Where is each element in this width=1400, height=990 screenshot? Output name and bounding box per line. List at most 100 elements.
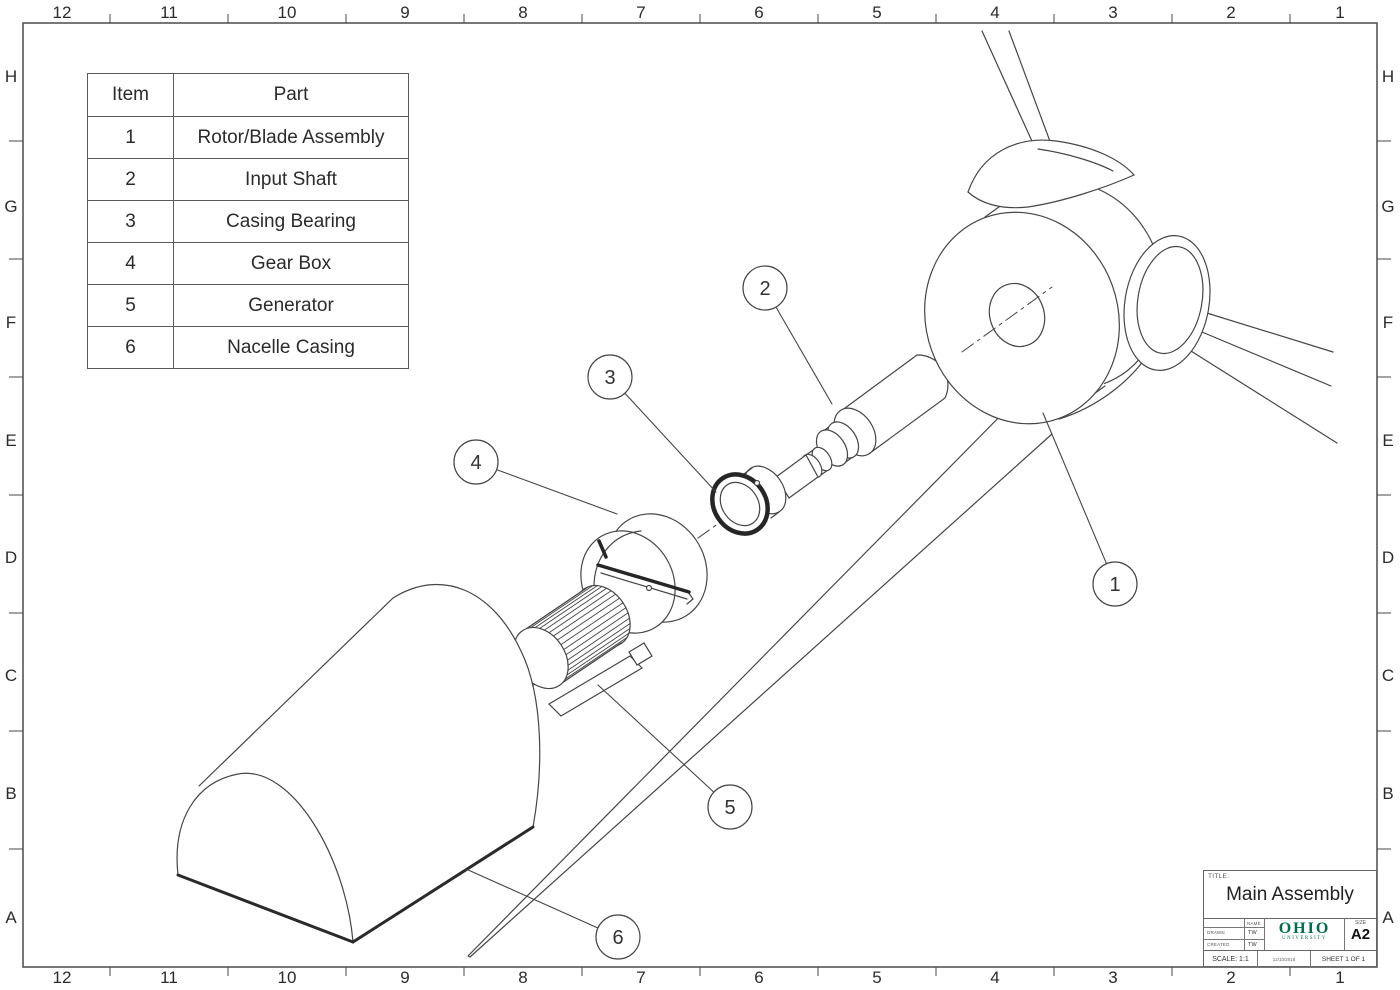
generator-fin-line [564,636,628,680]
title-block-bottom-row: SCALE: 1:1 12/10/2018 SHEET 1 OF 1 [1204,951,1376,968]
balloon-circle [742,265,788,311]
divider [1204,927,1264,928]
drawn-name: TW [1248,930,1257,936]
zone-column-bottom: 12 [52,968,72,987]
rotor-hub-drawing [924,139,1211,425]
logo-wordmark: OHIO [1278,920,1331,937]
generator-fins [525,585,631,684]
zone-row-right: E [1382,431,1394,450]
zone-row-right: A [1382,908,1394,927]
generator-fin-line [539,586,603,629]
zone-column-bottom: 3 [1108,968,1118,987]
zone-column-bottom: 9 [400,968,410,987]
balloon-circle [453,439,499,485]
zone-column-top: 12 [52,3,72,22]
part-name: Nacelle Casing [173,326,409,369]
part-name: Rotor/Blade Assembly [173,116,409,159]
zone-column-top: 10 [277,3,297,22]
ohio-university-logo: OHIO UNIVERSITY [1265,921,1344,942]
balloon-leader-line [624,392,717,493]
balloon-circle [1092,561,1138,607]
part-name: Input Shaft [173,158,409,201]
zone-column-top: 4 [990,3,1000,22]
zone-row-right: C [1381,666,1395,685]
generator-fin-line [567,617,631,661]
zone-row-left: F [5,313,17,332]
item-number: 5 [87,284,174,327]
divider [1344,919,1345,950]
zone-row-right: D [1381,548,1395,567]
generator-fin-line [567,627,631,671]
zone-column-top: 6 [754,3,764,22]
balloon-leader-line [597,684,715,793]
part-name: Gear Box [173,242,409,285]
zone-column-bottom: 4 [990,968,1000,987]
balloon-number: 1 [1109,574,1120,596]
balloon-leader-line [496,469,618,515]
size-label: SIZE [1354,920,1367,926]
zone-column-bottom: 1 [1335,968,1345,987]
balloon-circle [587,354,633,400]
divider [1244,919,1245,950]
zone-column-top: 1 [1335,3,1345,22]
balloon-circle [595,914,641,960]
generator-fin-line [565,612,629,656]
generator-fin-line [560,602,624,646]
divider [1264,919,1265,950]
generator-fin-line [525,586,589,630]
zone-row-right: G [1381,197,1395,216]
zone-column-bottom: 5 [872,968,882,987]
zone-column-top: 5 [872,3,882,22]
zone-column-top: 8 [518,3,528,22]
casing-bearing-drawing [710,472,770,536]
balloon-leader-line [465,868,599,929]
item-number: 1 [87,116,174,159]
created-name: TW [1248,942,1257,948]
zone-row-left: E [5,431,17,450]
generator-fin-line [567,622,631,666]
balloon-number: 2 [759,278,770,300]
generator-fin-line [566,632,630,676]
generator-fin-line [534,585,598,629]
item-number: 4 [87,242,174,285]
zone-row-right: B [1382,784,1394,803]
drawn-label: DRAWN [1207,930,1225,935]
zone-row-right: H [1381,67,1395,86]
zone-row-left: A [5,908,17,927]
title-label: TITLE: [1208,873,1230,880]
balloon-6: 6 [465,868,641,960]
zone-column-bottom: 2 [1226,968,1236,987]
zone-column-bottom: 10 [277,968,297,987]
zone-column-top: 2 [1226,3,1236,22]
input-shaft-drawing [743,354,949,519]
generator-drawing [507,584,653,717]
item-number: 2 [87,158,174,201]
parts-table-header-part: Part [173,73,409,117]
parts-table-header-item: Item [87,73,174,117]
scale-value: SCALE: 1:1 [1204,951,1258,968]
generator-fin-line [543,587,608,631]
balloon-number: 4 [470,452,481,474]
nacelle-casing-drawing [176,583,541,944]
zone-row-right: F [1382,313,1394,332]
logo-subtext: UNIVERSITY [1282,936,1327,941]
parts-table-header-row: Item Part [87,73,409,117]
balloon-2: 2 [742,265,833,405]
created-label: CREATED [1207,942,1230,947]
part-name: Generator [173,284,409,327]
drawing-title: Main Assembly [1226,884,1354,905]
zone-column-top: 3 [1108,3,1118,22]
zone-column-bottom: 6 [754,968,764,987]
balloon-4: 4 [453,439,618,515]
zone-column-top: 11 [160,3,178,22]
zone-row-left: G [4,197,18,216]
